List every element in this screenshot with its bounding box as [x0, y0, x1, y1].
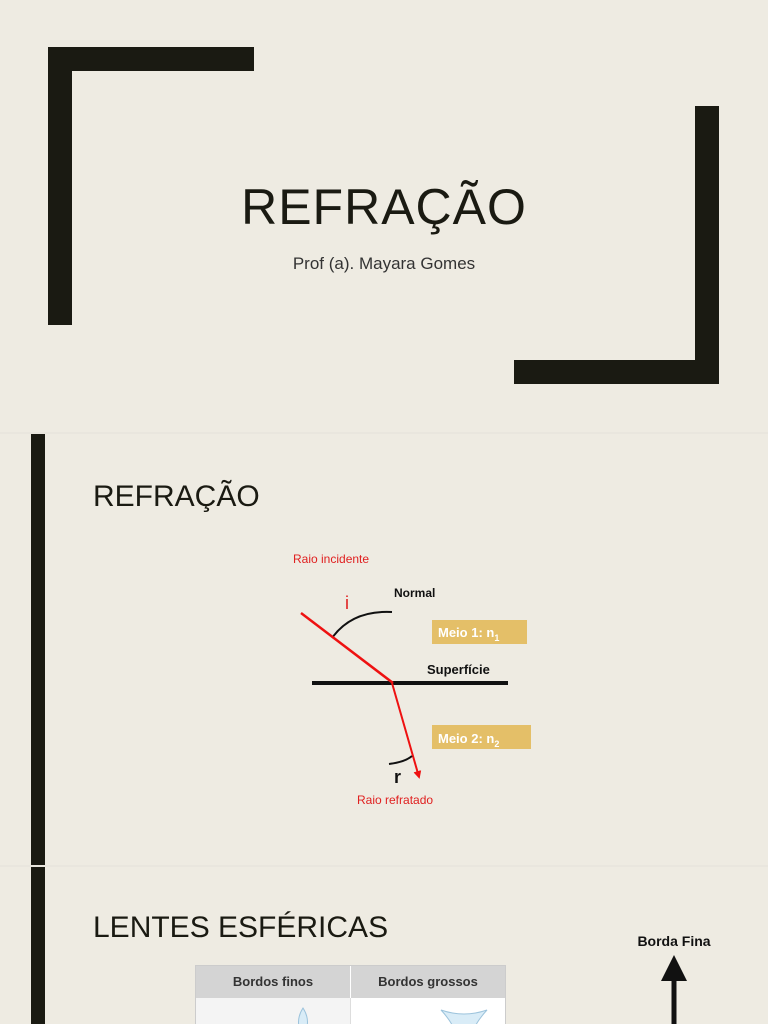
left-accent-bar: [31, 434, 45, 865]
corner-bracket-right: [695, 106, 719, 384]
thin-edge-lens-cell: [196, 998, 351, 1024]
corner-bracket-top: [48, 47, 254, 71]
angle-r-label: r: [394, 767, 401, 787]
normal-label: Normal: [394, 586, 435, 600]
lens-types-table: Bordos finos Bordos grossos: [195, 965, 506, 1024]
refracted-ray-label: Raio refratado: [357, 793, 433, 807]
slide-title: REFRAÇÃO Prof (a). Mayara Gomes: [0, 0, 768, 432]
surface-label: Superfície: [427, 662, 490, 677]
borda-fina-label: Borda Fina: [637, 933, 710, 949]
thick-edge-lens-cell: [351, 998, 505, 1024]
slide-heading: LENTES ESFÉRICAS: [93, 911, 389, 944]
left-accent-bar: [31, 867, 45, 1024]
medium-1-label-bg: [432, 620, 527, 644]
incidence-angle-arc: [331, 610, 393, 639]
slide-title-heading: REFRAÇÃO: [241, 179, 527, 235]
medium-2-label: Meio 2: n2: [438, 731, 499, 749]
slide-subtitle: Prof (a). Mayara Gomes: [292, 254, 476, 273]
corner-bracket-bottom: [514, 360, 719, 384]
header-bordos-finos: Bordos finos: [196, 966, 351, 998]
slide-refraction-diagram: REFRAÇÃO Raio incidente Normal i Meio 1:…: [0, 434, 768, 865]
thin-edge-diagram: Borda Fina: [637, 933, 711, 1024]
up-arrow-icon: [661, 955, 687, 981]
medium-2-label-bg: [432, 725, 531, 749]
convex-lens-icon: [298, 1007, 308, 1024]
slide-heading: REFRAÇÃO: [93, 480, 260, 513]
header-bordos-grossos: Bordos grossos: [378, 974, 478, 989]
refraction-diagram: Raio incidente Normal i Meio 1: n1 Super…: [293, 552, 531, 807]
corner-bracket-left: [48, 47, 72, 325]
concave-lens-icon: [440, 1009, 488, 1024]
refracted-ray: [391, 682, 422, 779]
medium-1-label: Meio 1: n1: [438, 625, 499, 643]
slide-spherical-lenses: LENTES ESFÉRICAS Bordos finos Bordos gro…: [0, 867, 768, 1024]
incident-ray: [300, 612, 394, 684]
refraction-angle-arc: [388, 755, 413, 765]
incident-ray-label: Raio incidente: [293, 552, 369, 566]
angle-i-label: i: [345, 593, 349, 613]
